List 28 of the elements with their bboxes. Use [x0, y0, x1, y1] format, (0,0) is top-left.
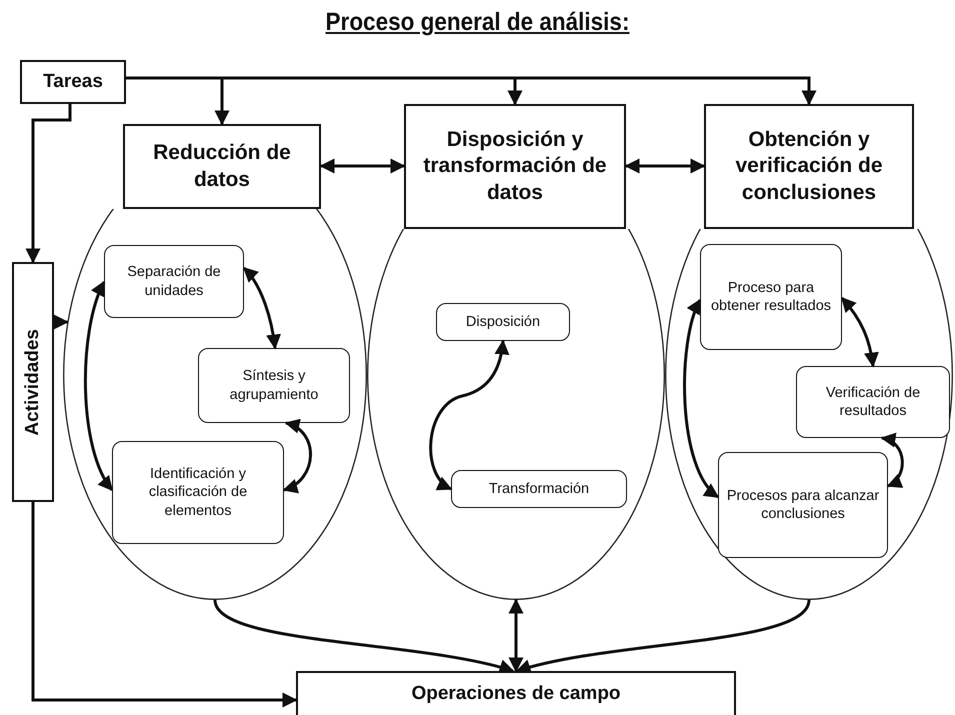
process-box: Proceso para obtener resultados: [700, 244, 842, 350]
arrow: [840, 296, 879, 368]
arrow: [429, 340, 509, 490]
diagram-title: Proceso general de análisis:: [324, 8, 630, 37]
activity-bar: Actividades: [12, 262, 54, 502]
process-box: Verificación de resultados: [796, 366, 950, 438]
task-box: Operaciones de campo: [296, 671, 736, 715]
arrow: [26, 104, 72, 264]
process-box: Separación de unidades: [104, 245, 244, 318]
arrow: [880, 434, 904, 488]
stage-box: Disposición y transformación de datos: [404, 104, 626, 229]
arrow: [282, 420, 312, 492]
arrow: [84, 280, 114, 492]
task-box: Tareas: [20, 60, 126, 104]
process-box: Síntesis y agrupamiento: [198, 348, 350, 423]
arrow: [624, 158, 706, 174]
stage-box: Obtención y verificación de conclusiones: [704, 104, 914, 229]
arrow: [320, 158, 406, 174]
process-box: Procesos para alcanzar conclusiones: [718, 452, 888, 558]
process-box: Disposición: [436, 303, 570, 341]
arrow: [683, 298, 720, 498]
arrow: [54, 314, 69, 330]
process-box: Identificación y clasificación de elementos: [112, 441, 284, 544]
stage-box: Reducción de datos: [123, 124, 321, 209]
arrow: [32, 502, 298, 708]
arrow: [242, 266, 281, 350]
process-box: Transformación: [451, 470, 627, 508]
arrow: [508, 598, 524, 672]
